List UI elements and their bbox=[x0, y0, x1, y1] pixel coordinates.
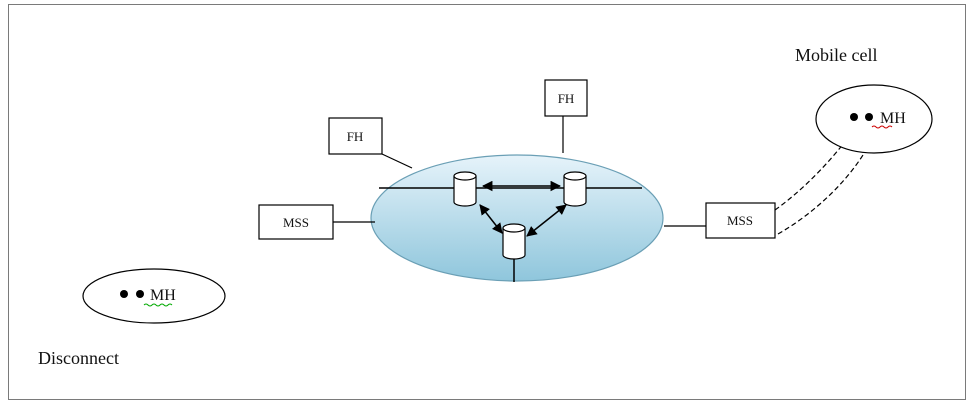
mss-left: MSS bbox=[258, 204, 334, 240]
mobile-host-disconnected: MH bbox=[82, 268, 226, 324]
node-label: FH bbox=[558, 91, 575, 106]
fixed-host-left: FH bbox=[328, 117, 383, 155]
disconnect-label: Disconnect bbox=[38, 348, 119, 368]
node-label: MSS bbox=[727, 213, 753, 228]
mss-right: MSS bbox=[705, 202, 776, 239]
node-label: MH bbox=[880, 110, 906, 127]
node-label: FH bbox=[347, 129, 364, 144]
router-icon bbox=[563, 171, 587, 207]
fh-left-link bbox=[381, 153, 413, 169]
router-icon bbox=[453, 171, 477, 207]
router-icon bbox=[502, 223, 526, 260]
fixed-host-top: FH bbox=[544, 79, 588, 117]
node-label: MH bbox=[150, 287, 176, 304]
mobile-host-in-cell: MH bbox=[815, 84, 933, 154]
wired-network-cloud bbox=[370, 154, 664, 282]
node-label: MSS bbox=[283, 215, 309, 230]
router-link-left bbox=[479, 204, 503, 234]
router-link-right bbox=[526, 204, 567, 237]
mobile-cell-label: Mobile cell bbox=[795, 45, 877, 65]
